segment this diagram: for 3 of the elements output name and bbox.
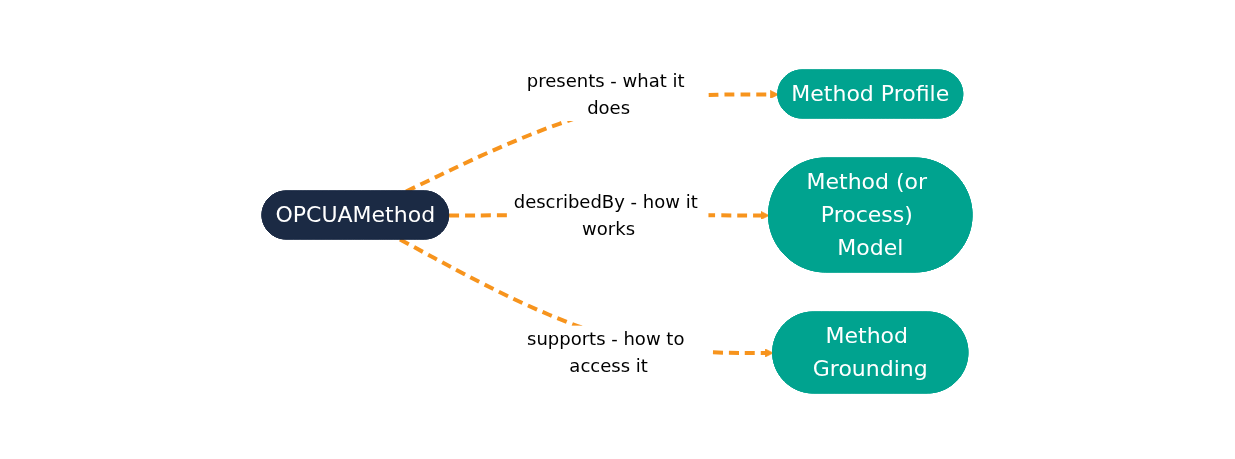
edge-label: describedBy - how it works bbox=[514, 190, 699, 239]
edge-label: presents - what it does bbox=[527, 69, 686, 118]
edge-label: supports - how to access it bbox=[527, 327, 685, 376]
